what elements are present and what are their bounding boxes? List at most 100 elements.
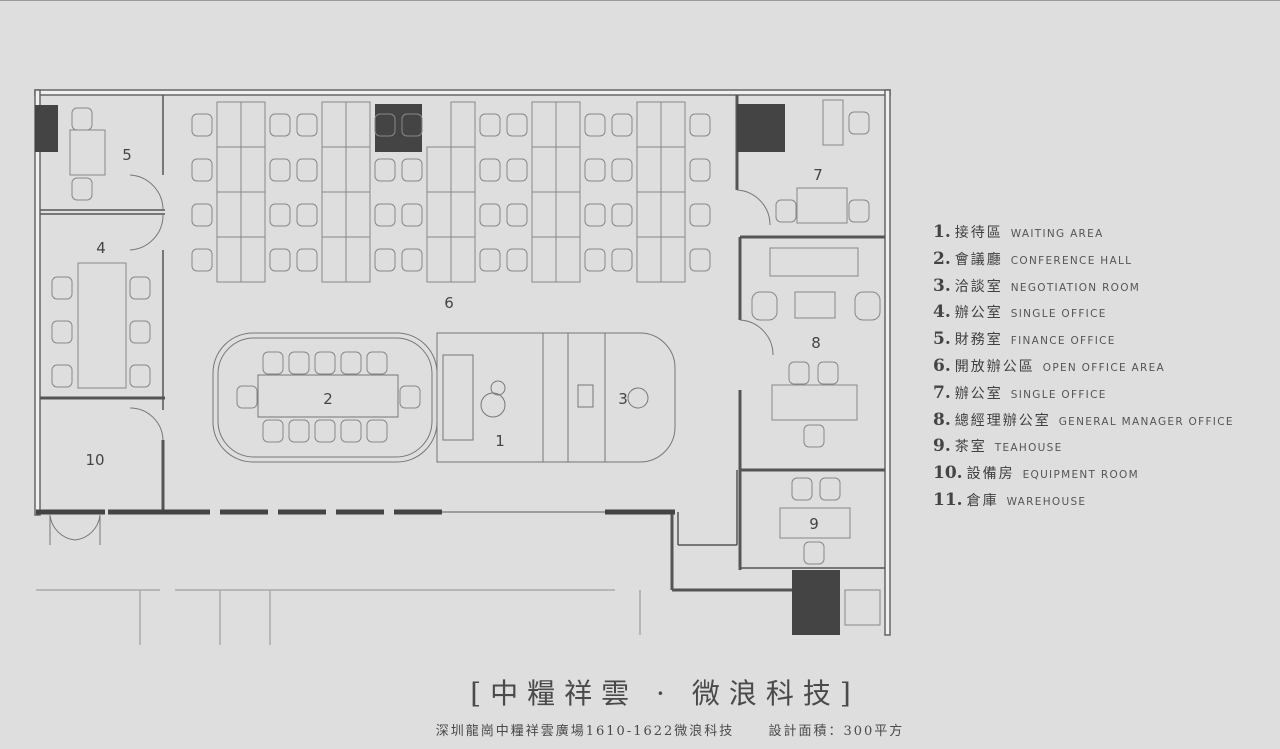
furniture <box>51 101 881 565</box>
legend-num: 11. <box>933 489 963 510</box>
legend-zh: 總經理辦公室 <box>954 412 1051 429</box>
chair <box>374 158 396 182</box>
room-label-10: 10 <box>85 451 104 469</box>
chair <box>340 351 362 375</box>
legend-en: EQUIPMENT ROOM <box>1022 469 1139 482</box>
legend-zh: 會議廳 <box>954 251 1003 268</box>
project-address: 深圳龍崗中糧祥雲廣場1610-1622微浪科技 <box>435 724 735 739</box>
room-label-2: 2 <box>323 390 333 408</box>
legend-en: OPEN OFFICE AREA <box>1042 361 1166 374</box>
chair <box>689 158 711 182</box>
chair <box>129 320 151 344</box>
legend-item: 3.洽談室 NEGOTIATION ROOM <box>933 276 1234 303</box>
sofa-chair <box>751 291 778 321</box>
legend-num: 4. <box>933 302 951 323</box>
chair <box>314 419 336 443</box>
room-label-1: 1 <box>495 432 505 450</box>
room-label-7: 7 <box>813 166 823 184</box>
project-subtitle: 深圳龍崗中糧祥雲廣場1610-1622微浪科技 設計面積：300平方 <box>0 720 1280 739</box>
chair <box>584 248 606 272</box>
legend-item: 10.設備房 EQUIPMENT ROOM <box>933 463 1234 490</box>
chair <box>584 203 606 227</box>
legend-zh: 倉庫 <box>966 492 999 509</box>
legend-en: NEGOTIATION ROOM <box>1010 281 1141 294</box>
chair <box>296 203 318 227</box>
chair <box>611 248 633 272</box>
chair <box>269 158 291 182</box>
legend-zh: 洽談室 <box>954 278 1003 295</box>
chair <box>788 361 810 385</box>
chair <box>506 248 528 272</box>
chair <box>191 113 213 137</box>
chair <box>506 113 528 137</box>
chair <box>314 351 336 375</box>
room-label-8: 8 <box>811 334 821 352</box>
room-label-5: 5 <box>122 146 132 164</box>
chair <box>296 113 318 137</box>
legend-zh: 接待區 <box>954 225 1003 241</box>
walls <box>34 89 891 645</box>
legend-num: 3. <box>933 275 951 296</box>
chair <box>51 364 73 388</box>
chair <box>848 111 870 135</box>
office-furniture <box>69 99 881 626</box>
chair <box>506 158 528 182</box>
room-label-9: 9 <box>809 515 819 533</box>
legend-num: 9. <box>933 436 951 457</box>
legend-zh: 辦公室 <box>954 305 1003 322</box>
legend-num: 10. <box>933 463 963 484</box>
chair <box>479 248 501 272</box>
chair <box>262 419 284 443</box>
legend-zh: 設備房 <box>966 466 1015 483</box>
chair <box>399 385 421 409</box>
legend-zh: 辦公室 <box>954 385 1003 402</box>
chair <box>689 113 711 137</box>
legend-en: WAREHOUSE <box>1006 495 1087 508</box>
chair <box>401 113 423 137</box>
chair <box>803 541 825 565</box>
chair <box>611 203 633 227</box>
legend-en: FINANCE OFFICE <box>1010 335 1116 348</box>
chair <box>374 248 396 272</box>
legend-en: SINGLE OFFICE <box>1010 388 1107 401</box>
chair <box>269 248 291 272</box>
chair <box>584 113 606 137</box>
legend-zh: 茶室 <box>954 439 987 456</box>
project-title: [中糧祥雲 · 微浪科技] <box>470 677 860 710</box>
chair <box>288 351 310 375</box>
chair <box>479 113 501 137</box>
chair <box>374 113 396 137</box>
chair <box>269 113 291 137</box>
chair <box>340 419 362 443</box>
chair <box>401 158 423 182</box>
chair <box>584 158 606 182</box>
legend-en: SINGLE OFFICE <box>1010 308 1107 321</box>
chair <box>191 158 213 182</box>
chair <box>366 419 388 443</box>
chair <box>689 203 711 227</box>
room-label-3: 3 <box>618 390 628 408</box>
legend-zh: 開放辦公區 <box>954 358 1035 375</box>
chair <box>819 477 841 501</box>
top-border <box>0 0 1280 1</box>
chair <box>296 158 318 182</box>
legend-num: 2. <box>933 248 951 269</box>
chair <box>611 158 633 182</box>
chair <box>296 248 318 272</box>
sofa-chair <box>854 291 881 321</box>
chair <box>129 364 151 388</box>
chair <box>129 276 151 300</box>
chair <box>803 424 825 448</box>
chair <box>71 107 93 131</box>
chair <box>191 203 213 227</box>
chair <box>71 177 93 201</box>
chair <box>262 351 284 375</box>
chair <box>401 248 423 272</box>
